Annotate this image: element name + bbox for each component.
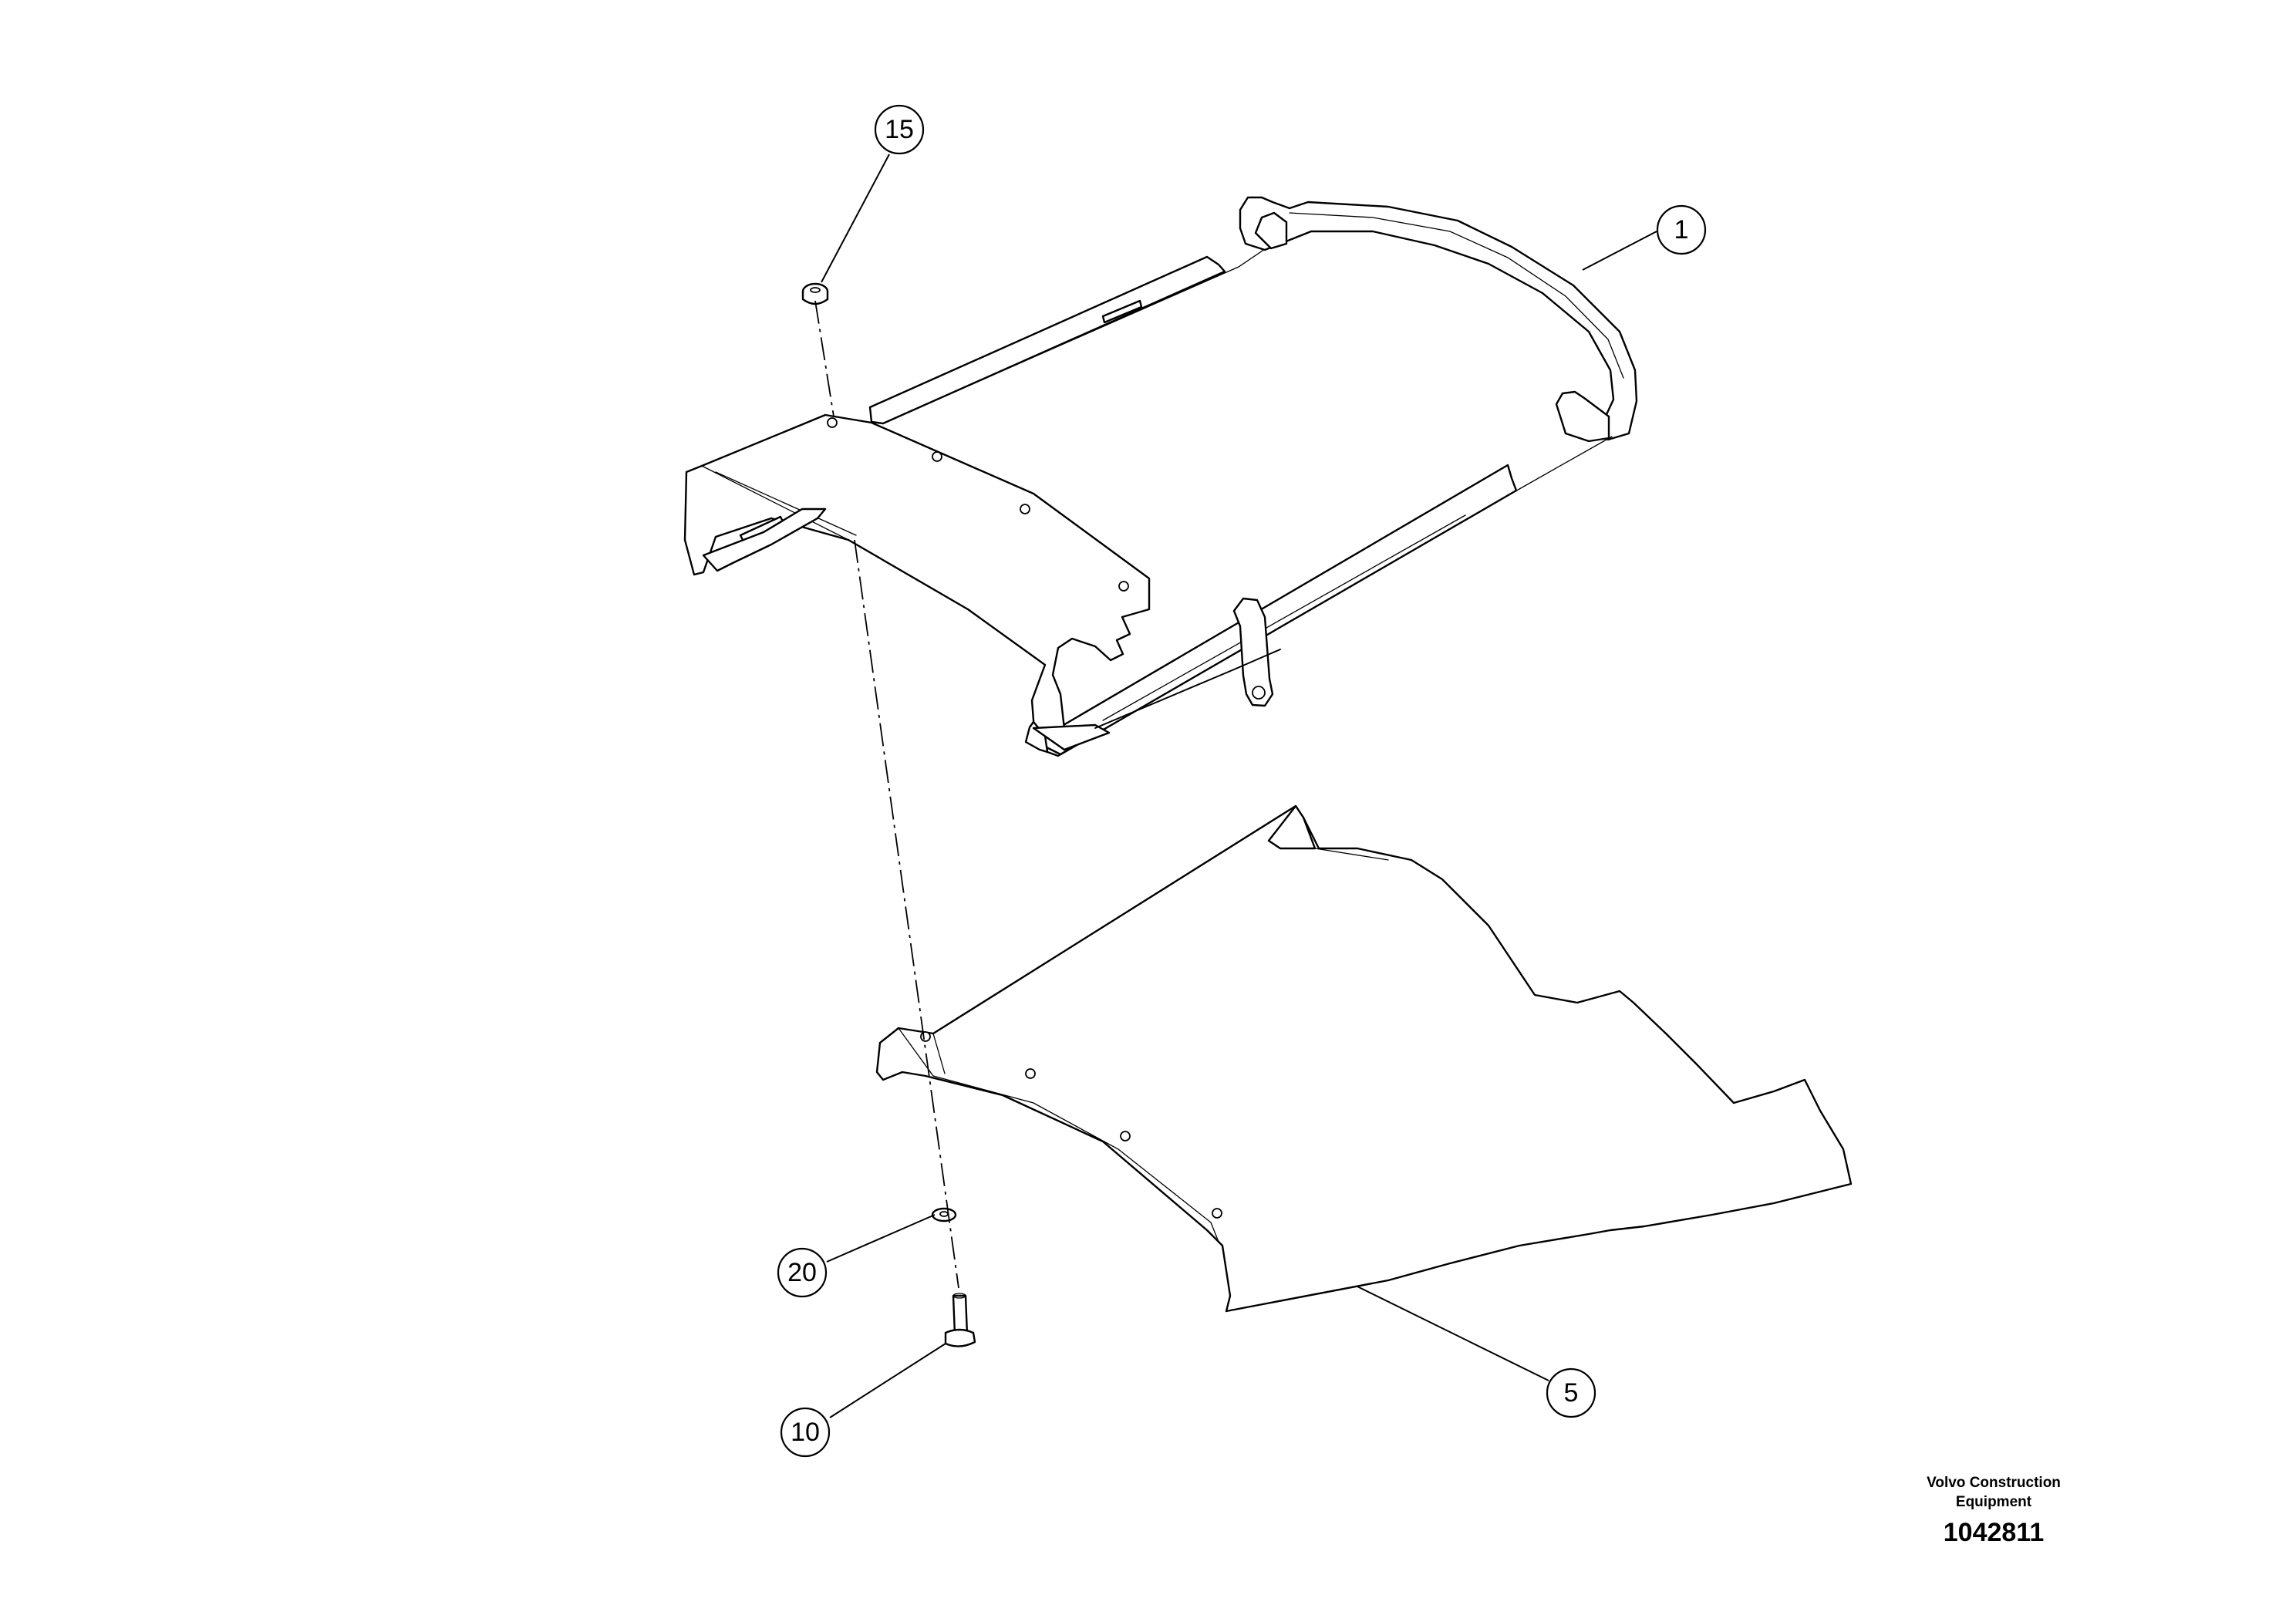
nut-15-bore — [810, 287, 821, 293]
callout-5-label: 5 — [1564, 1378, 1579, 1408]
frame-lug-hole — [1252, 686, 1266, 700]
callout-10-label: 10 — [791, 1418, 820, 1447]
part-5-cover — [875, 804, 1853, 1313]
part-15-nut — [801, 282, 829, 305]
cover-hole-3 — [1120, 1131, 1131, 1141]
frame-bracket-hole-3 — [1020, 504, 1030, 514]
cover-plate — [875, 804, 1853, 1313]
frame-bracket-hole-4 — [1118, 581, 1129, 592]
cover-inner-edge — [1314, 848, 1389, 861]
callout-1: 1 — [1656, 204, 1707, 255]
callout-15: 15 — [874, 104, 925, 155]
frame-lower-foot — [1032, 723, 1111, 751]
frame-right-tab — [1555, 390, 1610, 443]
callout-5: 5 — [1546, 1367, 1596, 1418]
cover-fold-line-2 — [932, 1033, 946, 1074]
frame-left-bracket-fold-2 — [715, 471, 857, 536]
leader-15 — [821, 153, 890, 283]
frame-lug — [1232, 597, 1274, 707]
frame-bracket-hole-2 — [932, 451, 942, 462]
part-20-washer — [931, 1207, 957, 1222]
leader-5 — [1357, 1286, 1549, 1381]
cover-hole-2 — [1025, 1068, 1036, 1079]
callout-1-label: 1 — [1674, 215, 1689, 244]
cover-hole-1 — [920, 1031, 931, 1042]
bolt-10-head — [944, 1328, 976, 1347]
cover-top-tab — [1267, 804, 1317, 850]
frame-arch-inner — [1289, 212, 1624, 379]
leader-1 — [1582, 231, 1657, 271]
washer-20-bore — [939, 1211, 949, 1217]
frame-near-rail-lower — [1094, 649, 1281, 729]
bolt-10-tip — [952, 1293, 966, 1299]
assembly-axis-lower — [854, 539, 959, 1289]
part-10-bolt — [944, 1293, 976, 1347]
frame-far-rail — [868, 255, 1226, 425]
leader-10 — [829, 1343, 946, 1418]
frame-near-rail-line — [1102, 514, 1466, 721]
frame-left-bracket-foot — [702, 508, 827, 572]
frame-top-tab — [1254, 211, 1288, 250]
callout-10: 10 — [780, 1407, 831, 1458]
callout-20-label: 20 — [787, 1258, 817, 1287]
bolt-10-shank — [952, 1294, 969, 1336]
callout-20: 20 — [777, 1247, 828, 1298]
frame-left-bracket-fold — [701, 465, 1046, 666]
frame-left-bracket — [683, 413, 1151, 756]
cover-hole-4 — [1212, 1208, 1222, 1219]
company-name: Volvo Construction Equipment — [1927, 1475, 2061, 1510]
leader-20 — [826, 1214, 936, 1263]
drawing-number: 1042811 — [1943, 1518, 2045, 1547]
frame-far-rail-slot — [1101, 299, 1143, 324]
part-1-frame — [683, 196, 1638, 757]
callout-15-label: 15 — [885, 115, 914, 144]
assembly-axis-upper — [814, 300, 834, 417]
frame-bracket-hole-1 — [827, 417, 838, 428]
